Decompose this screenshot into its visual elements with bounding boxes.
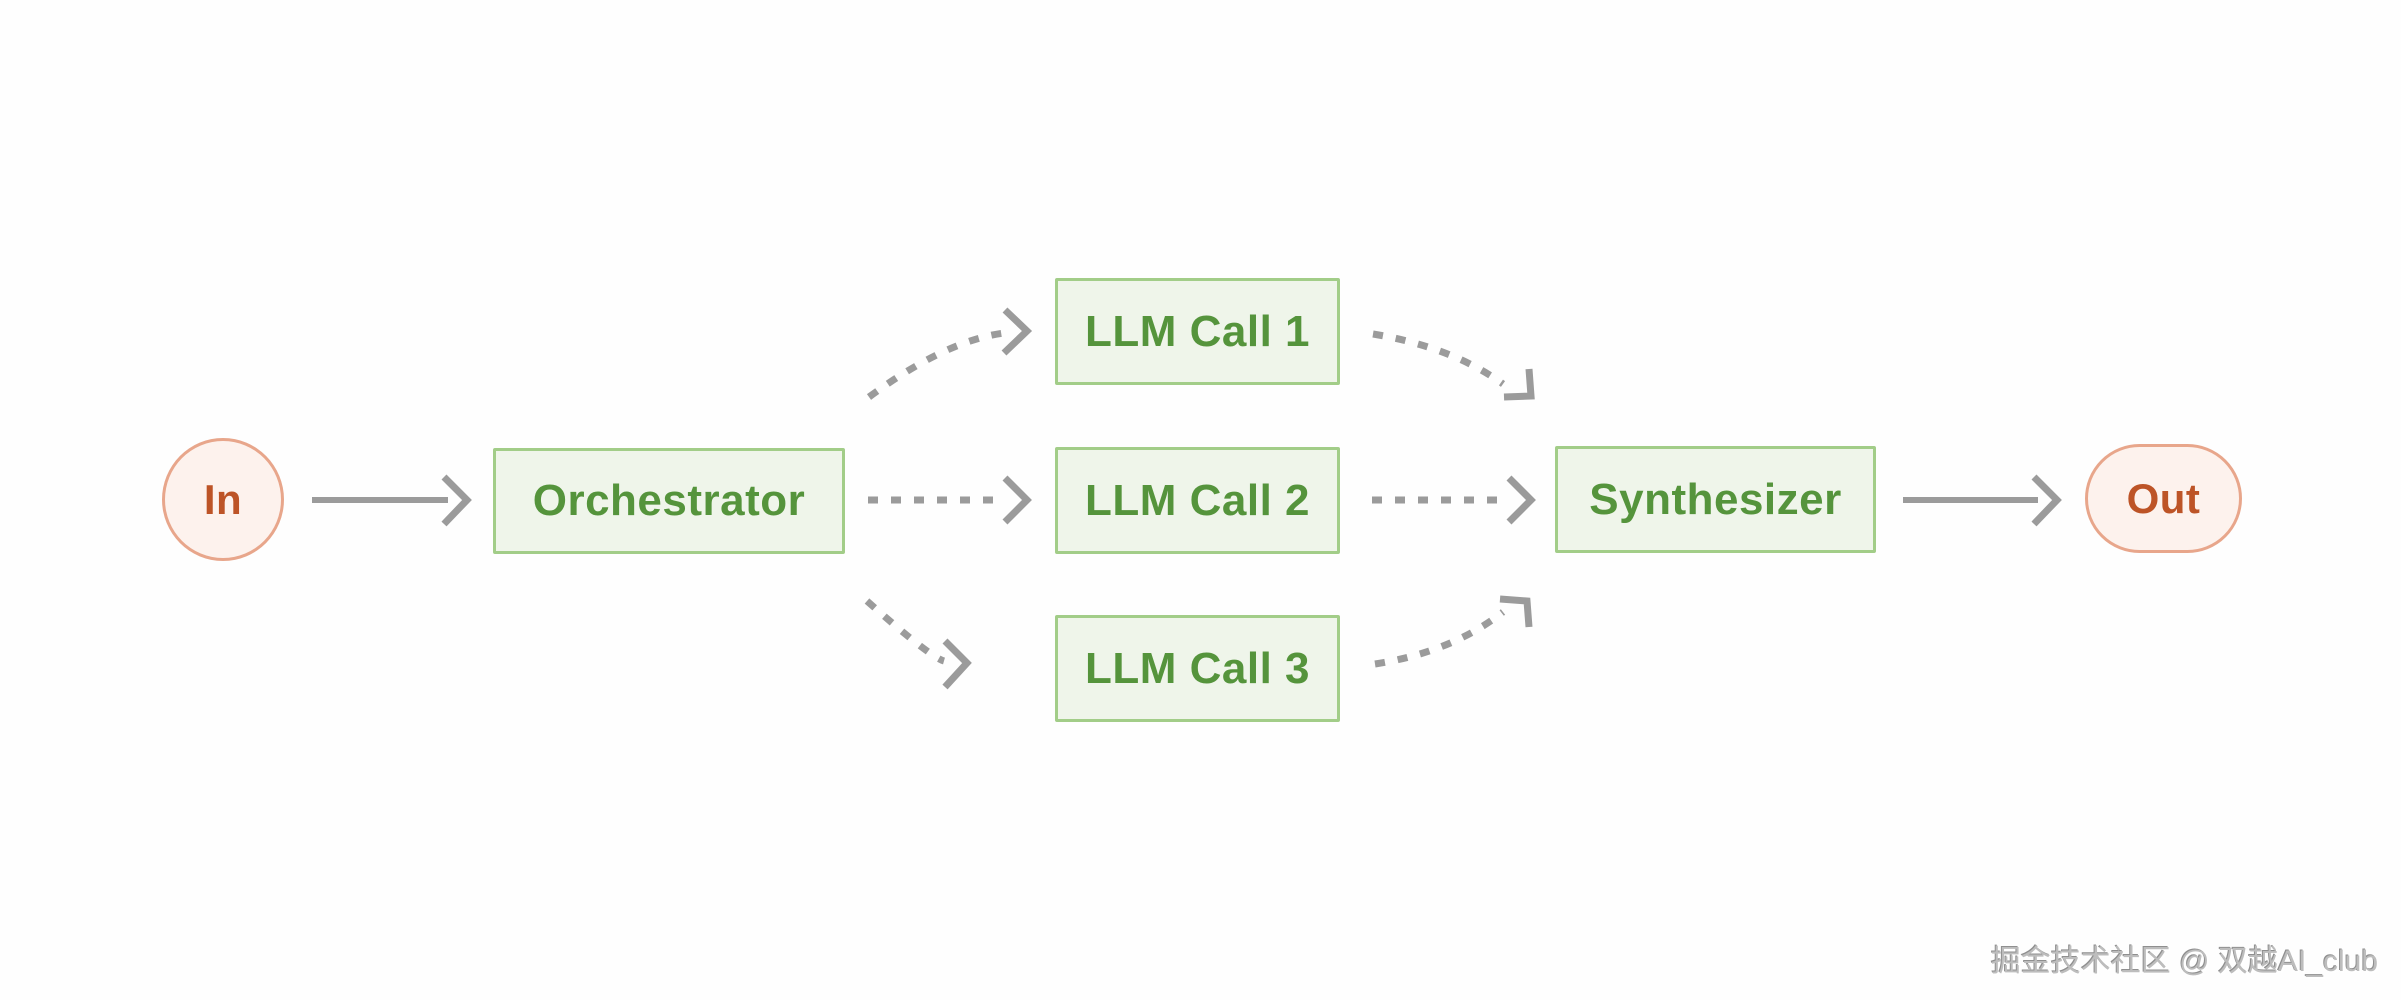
node-synthesizer-label: Synthesizer <box>1589 474 1842 524</box>
node-synthesizer: Synthesizer <box>1555 446 1876 553</box>
node-llm-call-1: LLM Call 1 <box>1055 278 1340 385</box>
node-llm-call-3: LLM Call 3 <box>1055 615 1340 722</box>
node-llm-call-2: LLM Call 2 <box>1055 447 1340 554</box>
arrow-orchestrator-to-llm3 <box>864 598 972 690</box>
node-llm-call-2-label: LLM Call 2 <box>1084 475 1311 525</box>
node-in: In <box>162 438 284 561</box>
node-out-label: Out <box>2126 474 2201 522</box>
arrow-synthesizer-to-out <box>1903 474 2062 527</box>
node-orchestrator: Orchestrator <box>493 448 845 554</box>
node-in-label: In <box>203 475 243 523</box>
arrow-in-to-orchestrator <box>312 474 472 527</box>
arrow-orchestrator-to-llm1 <box>866 307 1033 400</box>
node-llm-call-1-label: LLM Call 1 <box>1084 306 1311 356</box>
watermark-text: 掘金技术社区 @ 双越AI_club <box>1990 945 2378 978</box>
arrow-orchestrator-to-llm2 <box>868 475 1032 525</box>
node-out: Out <box>2085 444 2242 553</box>
arrow-llm2-to-synthesizer <box>1372 475 1536 525</box>
node-llm-call-3-label: LLM Call 3 <box>1084 643 1311 693</box>
arrow-llm3-to-synthesizer <box>1374 595 1533 668</box>
node-orchestrator-label: Orchestrator <box>532 476 806 525</box>
arrow-llm1-to-synthesizer <box>1372 330 1535 401</box>
